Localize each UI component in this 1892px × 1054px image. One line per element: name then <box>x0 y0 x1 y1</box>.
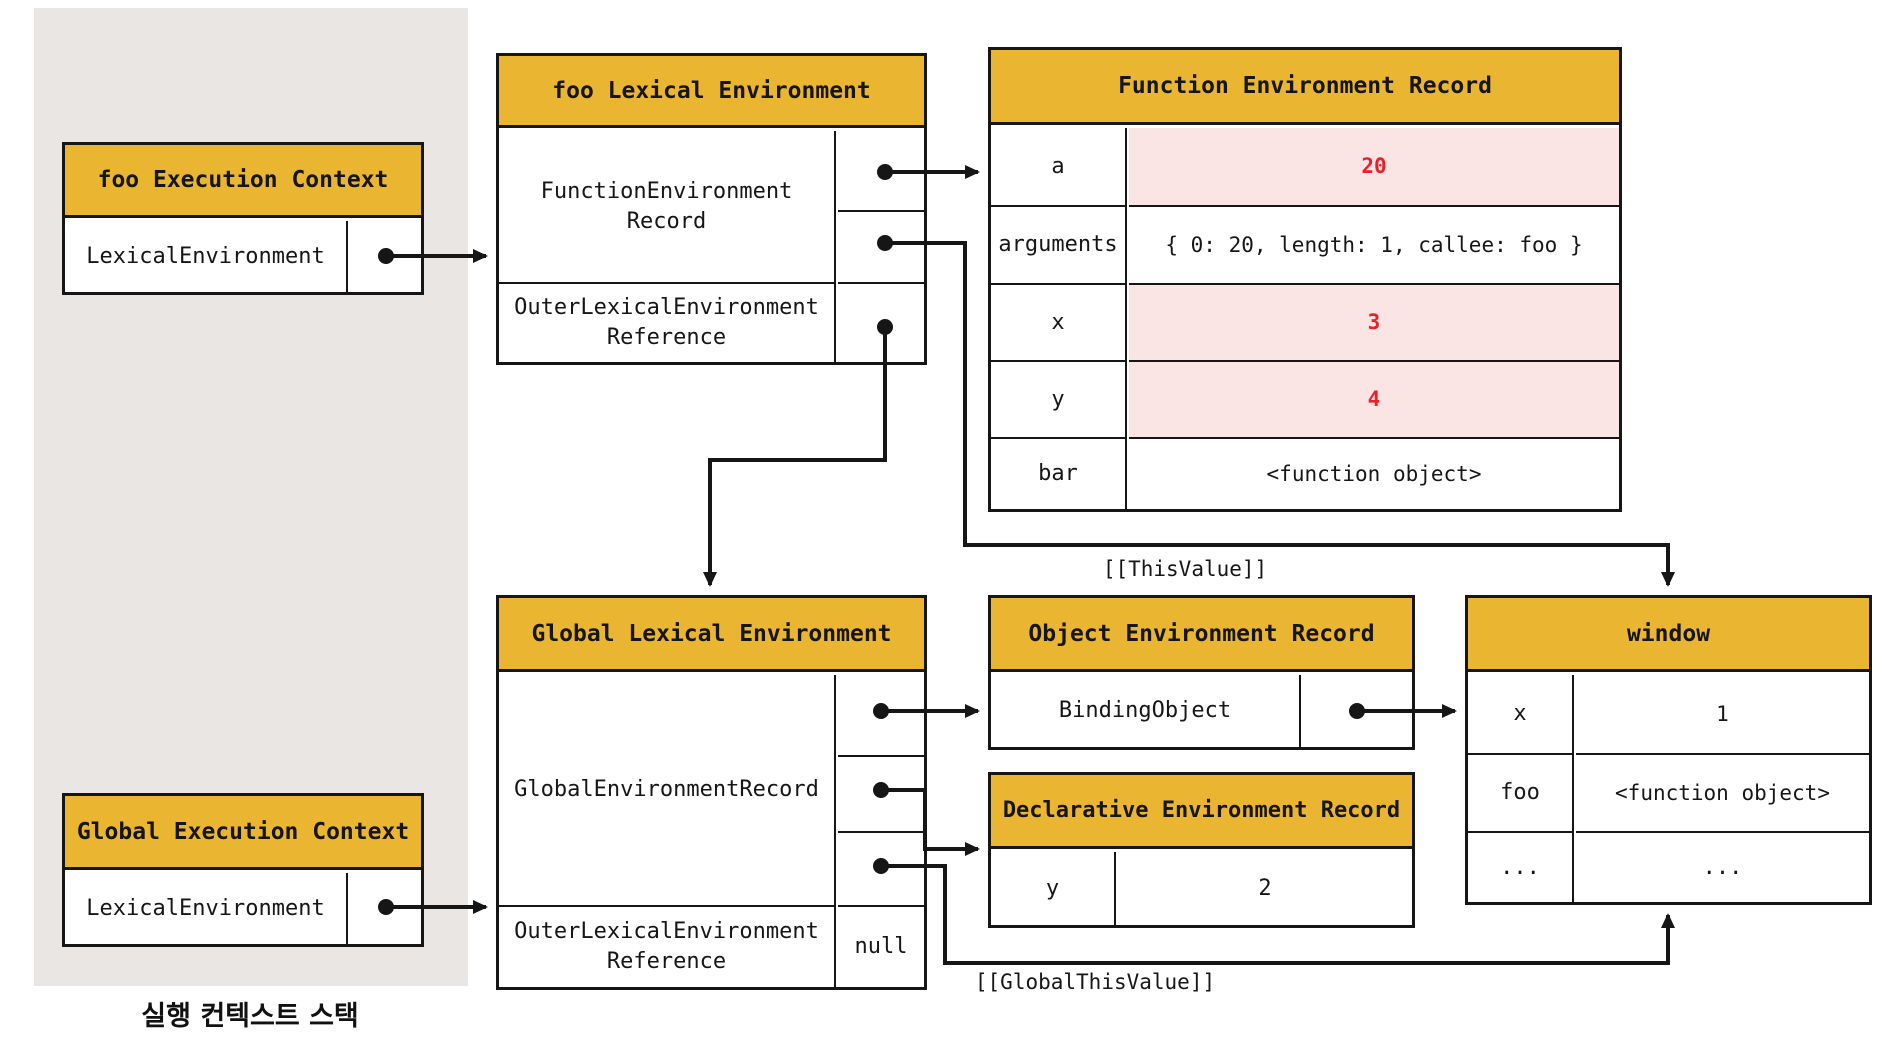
foo-le-pointer-cell-1 <box>838 131 924 210</box>
global-this-value-label: [[GlobalThisValue]] <box>974 970 1216 994</box>
execution-context-stack-caption: 실행 컨텍스트 스택 <box>141 1001 359 1032</box>
fer-value: 3 <box>1129 283 1619 360</box>
global-le-pointer-cell-1 <box>838 675 924 755</box>
global-outer-lexical-environment-reference-cell: OuterLexicalEnvironment Reference <box>499 905 836 987</box>
oer-pointer-cell <box>1303 675 1412 747</box>
foo-le-pointer-cell-3 <box>838 282 924 362</box>
arrow-foole-to-globalle <box>703 327 887 587</box>
declarative-environment-record-title: Declarative Environment Record <box>991 775 1412 849</box>
window-object-table: window x 1 foo <function object> ... ... <box>1465 595 1872 905</box>
global-ec-pointer-cell <box>350 873 421 944</box>
outer-lexical-environment-reference-cell: OuterLexicalEnvironment Reference <box>499 282 836 362</box>
foo-execution-context-title: foo Execution Context <box>65 145 421 218</box>
fer-key: x <box>991 283 1127 360</box>
object-environment-record-title: Object Environment Record <box>991 598 1412 672</box>
fer-value: <function object> <box>1129 437 1619 509</box>
foo-ec-lexical-environment-cell: LexicalEnvironment <box>65 221 348 292</box>
binding-object-cell: BindingObject <box>991 675 1301 747</box>
foo-lexical-environment-title: foo Lexical Environment <box>499 56 924 128</box>
window-value: <function object> <box>1576 753 1869 831</box>
global-lexical-environment-box: Global Lexical Environment GlobalEnviron… <box>496 595 927 990</box>
window-key: ... <box>1468 831 1574 902</box>
der-key: y <box>991 852 1116 925</box>
foo-le-pointer-cell-2 <box>838 210 924 282</box>
fer-key: arguments <box>991 205 1127 283</box>
global-environment-record-cell: GlobalEnvironmentRecord <box>499 675 836 905</box>
global-execution-context-box: Global Execution Context LexicalEnvironm… <box>62 793 424 947</box>
fer-value: 20 <box>1129 128 1619 205</box>
global-ec-lexical-environment-cell: LexicalEnvironment <box>65 873 348 944</box>
foo-ec-pointer-cell <box>350 221 421 292</box>
this-value-label: [[ThisValue]] <box>1102 557 1268 581</box>
window-title: window <box>1468 598 1869 672</box>
object-environment-record-box: Object Environment Record BindingObject <box>988 595 1415 750</box>
function-environment-record-title: Function Environment Record <box>991 50 1619 125</box>
window-key: foo <box>1468 753 1574 831</box>
fer-value: { 0: 20, length: 1, callee: foo } <box>1129 205 1619 283</box>
fer-key: bar <box>991 437 1127 509</box>
fer-key: y <box>991 360 1127 437</box>
fer-key: a <box>991 128 1127 205</box>
global-execution-context-title: Global Execution Context <box>65 796 421 870</box>
global-lexical-environment-title: Global Lexical Environment <box>499 598 924 672</box>
global-le-pointer-cell-3 <box>838 831 924 905</box>
window-key: x <box>1468 675 1574 753</box>
fer-value: 4 <box>1129 360 1619 437</box>
window-value: ... <box>1576 831 1869 902</box>
foo-lexical-environment-box: foo Lexical Environment FunctionEnvironm… <box>496 53 927 365</box>
der-value: 2 <box>1258 875 1272 901</box>
foo-execution-context-box: foo Execution Context LexicalEnvironment <box>62 142 424 295</box>
window-value: 1 <box>1716 701 1729 726</box>
function-environment-record-cell: FunctionEnvironment Record <box>499 131 836 282</box>
declarative-environment-record-box: Declarative Environment Record y 2 <box>988 772 1415 928</box>
function-environment-record-table: Function Environment Record a 20 argumen… <box>988 47 1622 512</box>
global-le-pointer-cell-2 <box>838 755 924 831</box>
global-le-null-cell: null <box>838 905 924 987</box>
